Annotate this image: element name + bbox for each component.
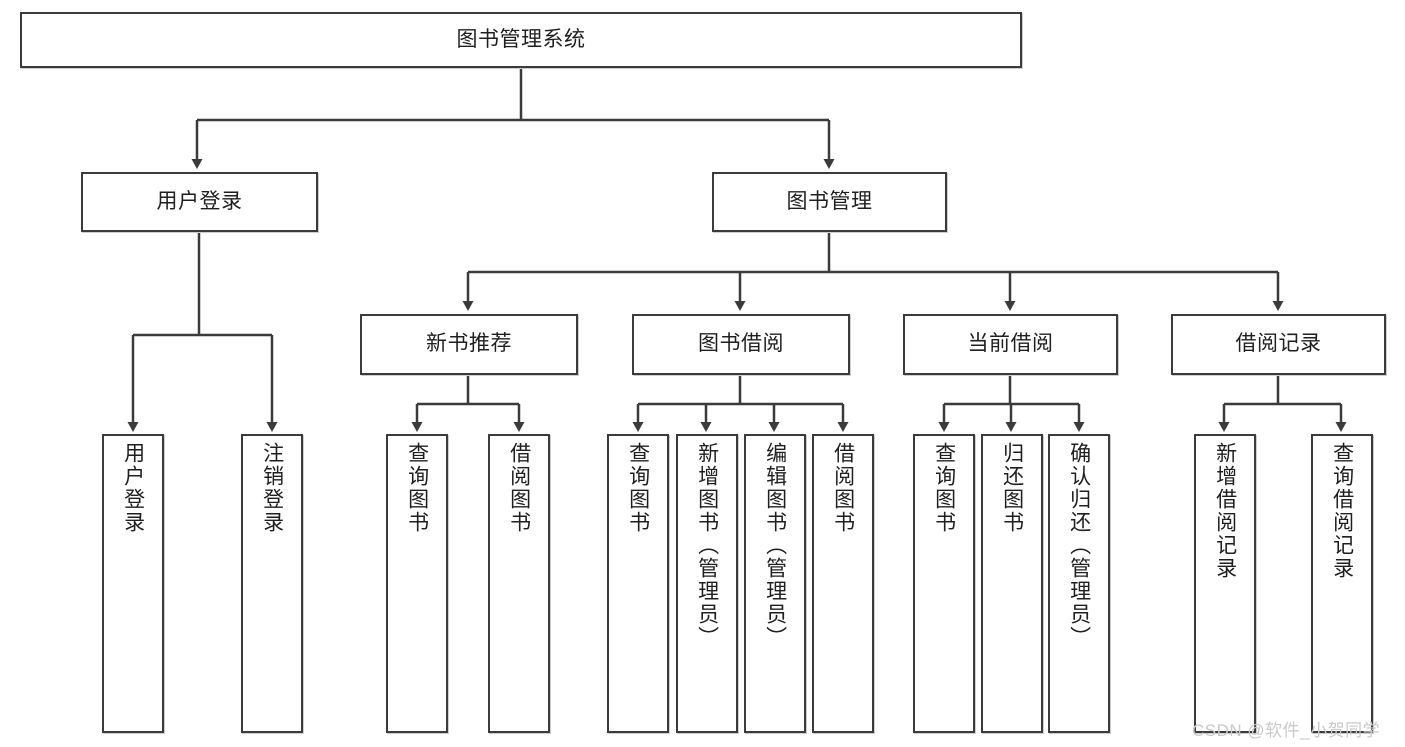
node-leaf-borrow-book-2-label: 借阅图书 <box>831 442 855 534</box>
node-leaf-edit-book-label: 编辑图书（管理员） <box>763 442 787 649</box>
node-leaf-add-record[interactable]: 新增借阅记录 <box>1194 434 1256 733</box>
node-leaf-borrow-book-1[interactable]: 借阅图书 <box>488 434 550 733</box>
node-leaf-add-book-label: 新增图书（管理员） <box>695 442 719 649</box>
csdn-watermark: CSDN @软件_小贺同学 <box>1192 721 1381 740</box>
node-root-label: 图书管理系统 <box>456 27 586 51</box>
node-borrow-record[interactable]: 借阅记录 <box>1171 314 1386 375</box>
node-book-borrow-label: 图书借阅 <box>698 332 784 356</box>
node-current-borrow[interactable]: 当前借阅 <box>903 314 1118 375</box>
node-leaf-user-login-label: 用户登录 <box>121 442 145 534</box>
node-leaf-logout-label: 注销登录 <box>260 442 284 534</box>
node-new-book-rec-label: 新书推荐 <box>426 332 512 356</box>
node-leaf-confirm-return-label: 确认归还（管理员） <box>1067 442 1091 649</box>
node-book-manage-label: 图书管理 <box>786 189 873 213</box>
node-leaf-query-record[interactable]: 查询借阅记录 <box>1311 434 1373 733</box>
node-book-manage[interactable]: 图书管理 <box>712 172 947 232</box>
node-book-borrow[interactable]: 图书借阅 <box>632 314 850 375</box>
node-user-login-label: 用户登录 <box>156 189 243 213</box>
node-leaf-return-book[interactable]: 归还图书 <box>981 434 1043 733</box>
node-leaf-query-book-2-label: 查询图书 <box>626 442 650 534</box>
node-leaf-query-book-3-label: 查询图书 <box>932 442 956 534</box>
node-leaf-add-book[interactable]: 新增图书（管理员） <box>676 434 738 733</box>
node-leaf-query-book-1-label: 查询图书 <box>405 442 429 534</box>
node-leaf-borrow-book-1-label: 借阅图书 <box>507 442 531 534</box>
node-leaf-query-book-3[interactable]: 查询图书 <box>913 434 975 733</box>
node-borrow-record-label: 借阅记录 <box>1235 332 1322 356</box>
node-user-login[interactable]: 用户登录 <box>81 172 318 232</box>
node-leaf-borrow-book-2[interactable]: 借阅图书 <box>812 434 874 733</box>
node-leaf-query-book-2[interactable]: 查询图书 <box>607 434 669 733</box>
node-leaf-edit-book[interactable]: 编辑图书（管理员） <box>744 434 806 733</box>
node-current-borrow-label: 当前借阅 <box>967 332 1054 356</box>
node-leaf-add-record-label: 新增借阅记录 <box>1213 442 1237 580</box>
node-leaf-user-login[interactable]: 用户登录 <box>102 434 164 733</box>
node-leaf-return-book-label: 归还图书 <box>1000 442 1024 534</box>
node-leaf-confirm-return[interactable]: 确认归还（管理员） <box>1048 434 1110 733</box>
node-new-book-rec[interactable]: 新书推荐 <box>360 314 578 375</box>
node-leaf-query-book-1[interactable]: 查询图书 <box>386 434 448 733</box>
node-leaf-logout[interactable]: 注销登录 <box>241 434 303 733</box>
node-root[interactable]: 图书管理系统 <box>20 12 1022 68</box>
node-leaf-query-record-label: 查询借阅记录 <box>1330 442 1354 580</box>
